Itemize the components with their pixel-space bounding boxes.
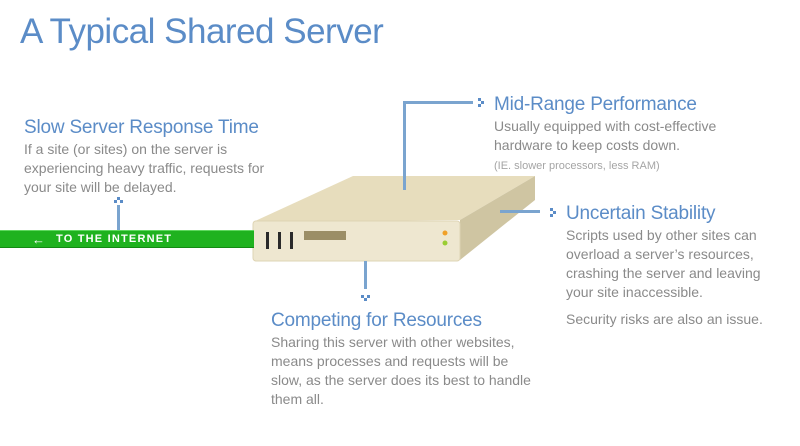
connector-lines bbox=[117, 101, 540, 289]
server-display bbox=[304, 231, 346, 240]
pointer-markers bbox=[114, 98, 556, 301]
server-slot-1 bbox=[266, 232, 269, 249]
callout-extra: Security risks are also an issue. bbox=[566, 311, 763, 327]
callout-competing-resources: Competing for Resources Sharing this ser… bbox=[271, 310, 541, 409]
page-title: A Typical Shared Server bbox=[20, 12, 384, 51]
left-arrow-icon: ← bbox=[32, 232, 45, 247]
callout-mid-range: Mid-Range Performance Usually equipped w… bbox=[494, 94, 774, 174]
server-slot-3 bbox=[290, 232, 293, 249]
callout-heading: Uncertain Stability bbox=[566, 203, 716, 224]
server-led-green bbox=[442, 240, 448, 246]
server-led-orange bbox=[442, 230, 448, 236]
server-slot-2 bbox=[278, 232, 281, 249]
server-front-face bbox=[252, 220, 461, 262]
callout-heading: Mid-Range Performance bbox=[494, 94, 697, 115]
callout-uncertain-stability: Uncertain Stability Scripts used by othe… bbox=[566, 203, 786, 329]
connector-mid-vertical bbox=[403, 101, 406, 190]
server-right-face bbox=[460, 176, 535, 260]
callout-body: Sharing this server with other websites,… bbox=[271, 334, 531, 407]
server-illustration bbox=[252, 176, 535, 262]
server-top-face bbox=[253, 176, 535, 222]
pointer-mid-icon bbox=[478, 98, 484, 107]
callout-heading: Competing for Resources bbox=[271, 310, 482, 331]
connector-competing-vertical bbox=[364, 261, 367, 289]
connector-slow-vertical bbox=[117, 205, 120, 230]
connector-uncertain-horizontal bbox=[500, 210, 540, 213]
pointer-slow-icon bbox=[114, 197, 123, 203]
callout-body: Usually equipped with cost-effective har… bbox=[494, 118, 717, 153]
callout-note: (IE. slower processors, less RAM) bbox=[494, 160, 660, 172]
callout-slow-response: Slow Server Response Time If a site (or … bbox=[24, 117, 269, 197]
callout-body: Scripts used by other sites can overload… bbox=[566, 227, 761, 300]
connector-mid-horizontal bbox=[403, 101, 473, 104]
callout-body: If a site (or sites) on the server is ex… bbox=[24, 141, 265, 195]
pointer-uncertain-icon bbox=[550, 208, 556, 217]
callout-heading: Slow Server Response Time bbox=[24, 117, 259, 138]
internet-label: TO THE INTERNET bbox=[56, 233, 173, 245]
pointer-competing-icon bbox=[361, 295, 370, 301]
internet-bar: ← TO THE INTERNET bbox=[0, 230, 254, 248]
